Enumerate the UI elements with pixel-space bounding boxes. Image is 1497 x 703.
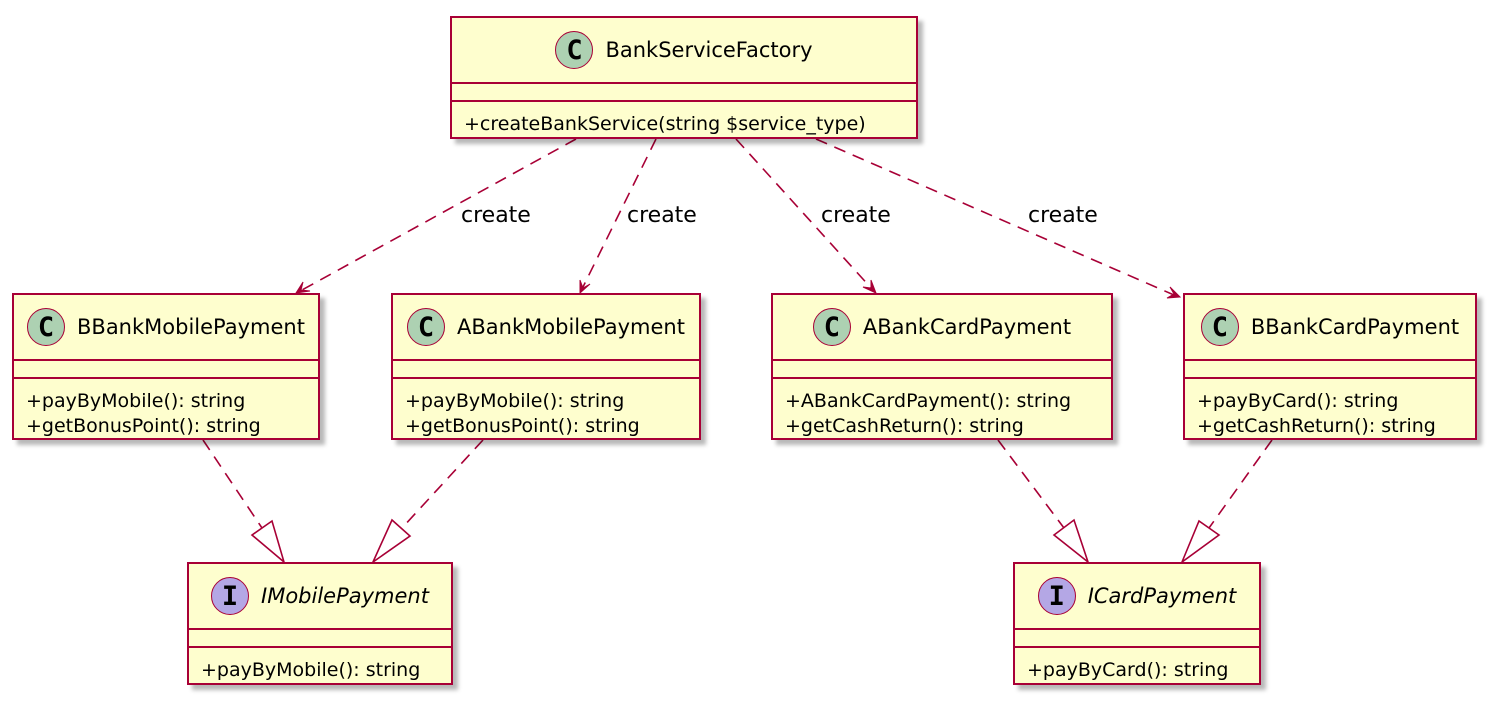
realization-arrow-abank-mobile	[371, 439, 484, 565]
interface-name: IMobilePayment	[261, 584, 429, 608]
class-stereotype-icon: C	[407, 308, 446, 346]
interface-fields-section	[189, 630, 451, 648]
realization-arrow-bbank-card	[1180, 439, 1273, 565]
interface-box-icardpayment[interactable]: I ICardPayment +payByCard(): string	[1013, 562, 1261, 685]
class-name: BBankCardPayment	[1250, 315, 1460, 339]
realization-arrow-bbank-mobile	[202, 439, 286, 565]
class-header: C BBankCardPayment	[1185, 295, 1475, 361]
interface-stereotype-icon: I	[1037, 577, 1076, 615]
class-box-bankservicefactory[interactable]: C BankServiceFactory +createBankService(…	[450, 16, 918, 139]
dependency-arrow-bbank-card	[815, 138, 1182, 299]
class-box-bbankcardpayment[interactable]: C BBankCardPayment +payByCard(): string …	[1183, 293, 1477, 440]
interface-stereotype-icon: I	[211, 577, 250, 615]
dependency-arrow-abank-mobile	[579, 138, 657, 295]
interface-method: +payByCard(): string	[1027, 659, 1229, 681]
class-method: +getBonusPoint(): string	[26, 415, 261, 437]
class-methods-section: +payByMobile(): string +getBonusPoint():…	[14, 379, 318, 439]
realization-arrow-abank-card	[997, 439, 1090, 565]
class-name: ABankMobilePayment	[457, 315, 685, 339]
class-header: C ABankMobilePayment	[393, 295, 699, 361]
class-box-abankcardpayment[interactable]: C ABankCardPayment +ABankCardPayment(): …	[771, 293, 1113, 440]
class-method: +payByMobile(): string	[26, 390, 246, 412]
class-method: +createBankService(string $service_type)	[464, 113, 866, 135]
interface-header: I IMobilePayment	[189, 564, 451, 630]
relation-label-create: create	[461, 203, 531, 228]
class-method: +getCashReturn(): string	[1197, 415, 1436, 437]
class-fields-section	[393, 361, 699, 379]
class-box-bbankmobilepayment[interactable]: C BBankMobilePayment +payByMobile(): str…	[12, 293, 320, 440]
interface-name: ICardPayment	[1087, 584, 1237, 608]
interface-fields-section	[1015, 630, 1259, 648]
class-fields-section	[452, 84, 916, 102]
interface-methods-section: +payByMobile(): string	[189, 648, 451, 683]
class-method: +payByMobile(): string	[405, 390, 625, 412]
class-header: C ABankCardPayment	[773, 295, 1111, 361]
relation-label-create: create	[821, 203, 891, 228]
class-fields-section	[14, 361, 318, 379]
class-methods-section: +createBankService(string $service_type)	[452, 102, 916, 137]
relation-label-create: create	[627, 203, 697, 228]
dependency-arrow-bbank-mobile	[294, 138, 577, 294]
class-name: BankServiceFactory	[605, 38, 813, 62]
class-fields-section	[1185, 361, 1475, 379]
dependency-arrow-abank-card	[735, 138, 877, 294]
class-name: BBankMobilePayment	[77, 315, 305, 339]
interface-method: +payByMobile(): string	[201, 659, 421, 681]
class-stereotype-icon: C	[812, 308, 851, 346]
interface-methods-section: +payByCard(): string	[1015, 648, 1259, 683]
class-stereotype-icon: C	[1200, 308, 1239, 346]
class-methods-section: +payByMobile(): string +getBonusPoint():…	[393, 379, 699, 439]
class-methods-section: +ABankCardPayment(): string +getCashRetu…	[773, 379, 1111, 439]
class-method: +ABankCardPayment(): string	[785, 390, 1072, 412]
class-method: +payByCard(): string	[1197, 390, 1399, 412]
class-method: +getBonusPoint(): string	[405, 415, 640, 437]
class-header: C BBankMobilePayment	[14, 295, 318, 361]
class-method: +getCashReturn(): string	[785, 415, 1024, 437]
class-fields-section	[773, 361, 1111, 379]
class-header: C BankServiceFactory	[452, 18, 916, 84]
class-stereotype-icon: C	[555, 31, 594, 69]
interface-box-imobilepayment[interactable]: I IMobilePayment +payByMobile(): string	[187, 562, 453, 685]
class-stereotype-icon: C	[27, 308, 65, 346]
interface-header: I ICardPayment	[1015, 564, 1259, 630]
class-name: ABankCardPayment	[862, 315, 1072, 339]
class-box-abankmobilepayment[interactable]: C ABankMobilePayment +payByMobile(): str…	[391, 293, 701, 440]
relation-label-create: create	[1028, 203, 1098, 228]
class-methods-section: +payByCard(): string +getCashReturn(): s…	[1185, 379, 1475, 439]
